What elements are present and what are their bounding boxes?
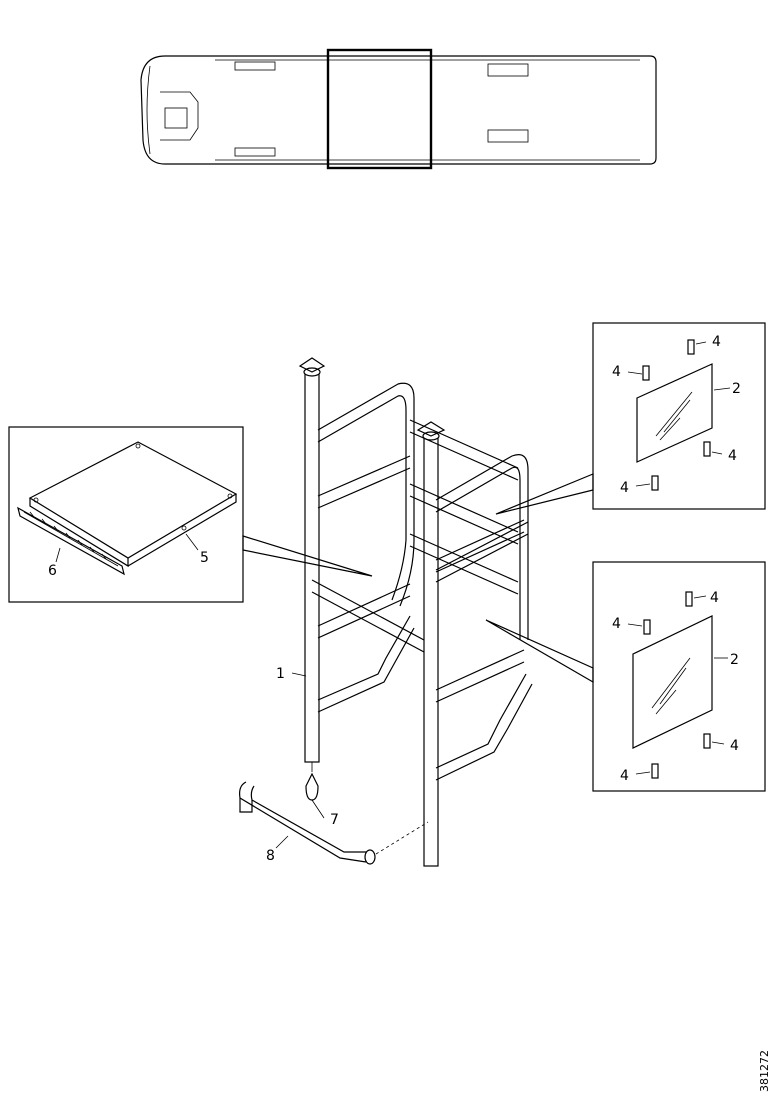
callout-4-bottom-a: 4 (612, 616, 621, 632)
callout-1: 1 (276, 666, 285, 682)
callout-4-bottom-d: 4 (620, 768, 629, 784)
callout-4-top-c: 4 (728, 448, 737, 464)
callout-6: 6 (48, 563, 57, 579)
callout-2-bottom: 2 (730, 652, 739, 668)
glass-panel-inset-top (592, 322, 766, 510)
inset-pointer-right-top (495, 473, 594, 515)
callout-8: 8 (266, 848, 275, 864)
floor-bar-part-8 (239, 781, 429, 865)
shelf-panel-inset (8, 426, 244, 603)
drawing-number: 381272 (758, 1050, 771, 1092)
inset-pointer-left (242, 535, 373, 577)
location-highlight-box (326, 48, 433, 170)
callout-4-top-a: 4 (612, 364, 621, 380)
callout-5: 5 (200, 550, 209, 566)
bus-top-view (140, 48, 657, 170)
callout-4-bottom-c: 4 (730, 738, 739, 754)
glass-panel-inset-bottom (592, 561, 766, 792)
rack-frame (298, 357, 533, 867)
callout-7: 7 (330, 812, 339, 828)
inset-pointer-right-bottom (485, 619, 594, 684)
callout-2-top: 2 (732, 381, 741, 397)
callout-4-top-d: 4 (620, 480, 629, 496)
callout-4-bottom-b: 4 (710, 590, 719, 606)
callout-4-top-b: 4 (712, 334, 721, 350)
